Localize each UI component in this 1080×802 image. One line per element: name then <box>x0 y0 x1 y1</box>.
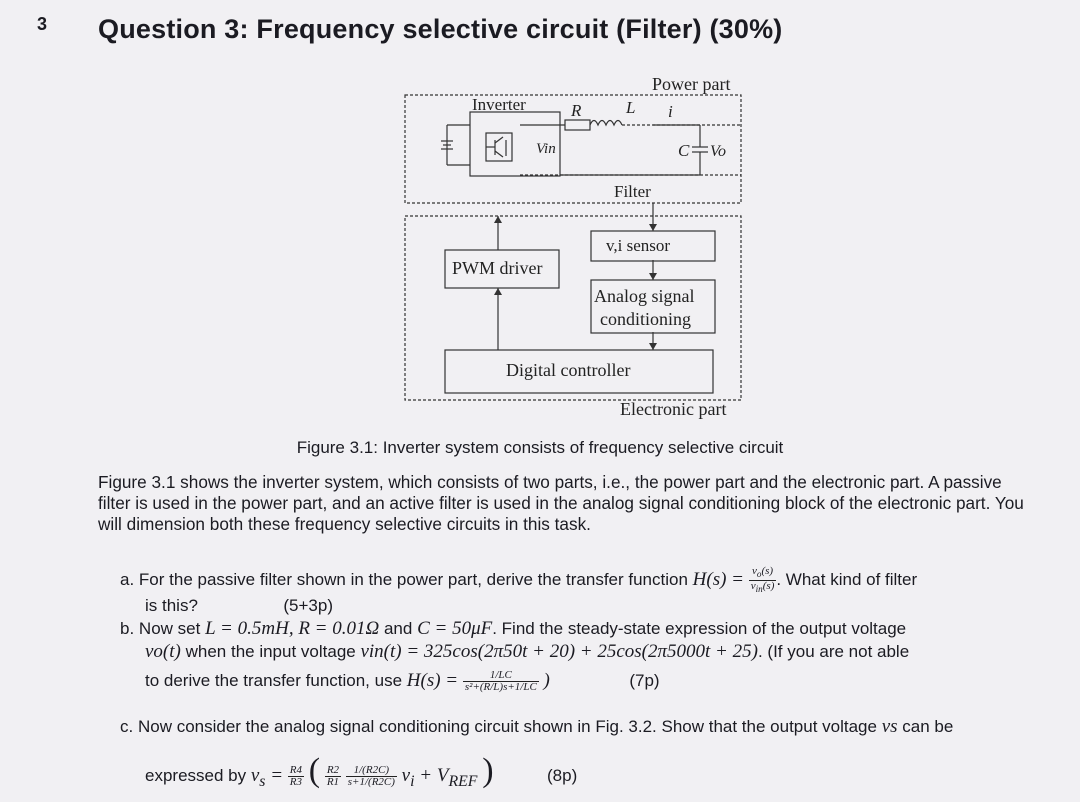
rc-fraction: 1/(R2C)s+1/(R2C) <box>345 764 397 789</box>
figure-caption: Figure 3.1: Inverter system consists of … <box>296 438 784 457</box>
transfer-function-fraction: vo(s)vin(s) <box>748 565 777 595</box>
item-c-line1: c. Now consider the analog signal condit… <box>120 716 953 738</box>
item-c-text3: expressed by <box>145 766 247 785</box>
item-a-text2: . What kind of filter <box>776 570 918 590</box>
item-a-text3: is this? <box>145 596 198 615</box>
fallback-transfer-function: H(s) = <box>406 670 459 691</box>
item-b-line3: to derive the transfer function, use H(s… <box>145 669 660 694</box>
power-part-box <box>404 94 742 204</box>
item-b-points: (7p) <box>629 671 660 690</box>
item-b-input: vin(t) = 325cos(2π50t + 20) + 25cos(2π50… <box>360 641 758 662</box>
item-b-and: and <box>383 619 413 638</box>
inverter-box <box>469 111 561 177</box>
item-b-text5: to derive the transfer function, use <box>145 671 403 690</box>
item-a-line1: a. For the passive filter shown in the p… <box>120 565 918 595</box>
item-b-text2: . Find the steady-state expression of th… <box>492 619 907 638</box>
item-c-text2: can be <box>902 717 954 736</box>
item-b-cval: C = 50μF <box>417 618 493 639</box>
label-electronic-part: Electronic part <box>620 399 726 419</box>
vs-formula-lhs: vs = <box>250 765 284 790</box>
item-c-marker: c. <box>120 717 134 736</box>
label-inverter: Inverter <box>472 95 526 114</box>
item-c-points: (8p) <box>547 766 578 785</box>
item-b-marker: b. <box>120 619 135 638</box>
label-i: i <box>668 102 673 121</box>
item-b-text1: Now set <box>138 619 201 638</box>
item-a-line2: is this? (5+3p) <box>145 596 333 616</box>
item-b-text4: . (If you are not able <box>757 642 910 661</box>
label-power-part: Power part <box>652 74 730 94</box>
label-L: L <box>625 98 635 117</box>
item-a-marker: a. <box>120 570 135 590</box>
label-pwm: PWM driver <box>452 258 542 278</box>
label-R: R <box>570 101 582 120</box>
inductor-L <box>589 119 623 127</box>
digital-controller-box <box>444 349 714 394</box>
label-C: C <box>678 141 690 160</box>
resistor-R <box>564 119 591 131</box>
item-b-line1: b. Now set L = 0.5mH, R = 0.01Ω and C = … <box>120 618 906 640</box>
item-b-expr: vo(t) <box>145 641 181 662</box>
vs-formula-rhs: vi + VREF <box>401 765 478 790</box>
item-c-vs: vs <box>881 716 898 737</box>
electronic-part-box <box>404 215 742 401</box>
label-digital: Digital controller <box>506 360 630 380</box>
label-vo: Vo <box>710 143 726 160</box>
label-analog-2: conditioning <box>600 309 691 329</box>
label-vin: Vin <box>536 141 556 157</box>
label-analog-1: Analog signal <box>594 286 695 306</box>
label-sensor: v,i sensor <box>606 236 670 255</box>
label-filter: Filter <box>614 182 651 201</box>
intro-paragraph: Figure 3.1 shows the inverter system, wh… <box>98 472 1024 534</box>
figure-3-1: Power part Inverter R L i Vin C Vo Filte… <box>404 74 742 419</box>
item-c-text1: Now consider the analog signal condition… <box>137 717 877 736</box>
item-b-text3: when the input voltage <box>185 642 356 661</box>
page-number: 3 <box>37 14 48 34</box>
question-title: Question 3: Frequency selective circuit … <box>98 14 783 44</box>
item-a-text1: For the passive filter shown in the powe… <box>138 570 688 590</box>
item-b-line2: vo(t) when the input voltage vin(t) = 32… <box>145 641 909 663</box>
item-a-points: (5+3p) <box>283 596 334 615</box>
transfer-function-symbol: H(s) = <box>692 569 744 591</box>
pwm-box <box>444 249 560 289</box>
item-b-values: L = 0.5mH, R = 0.01Ω <box>205 618 380 639</box>
